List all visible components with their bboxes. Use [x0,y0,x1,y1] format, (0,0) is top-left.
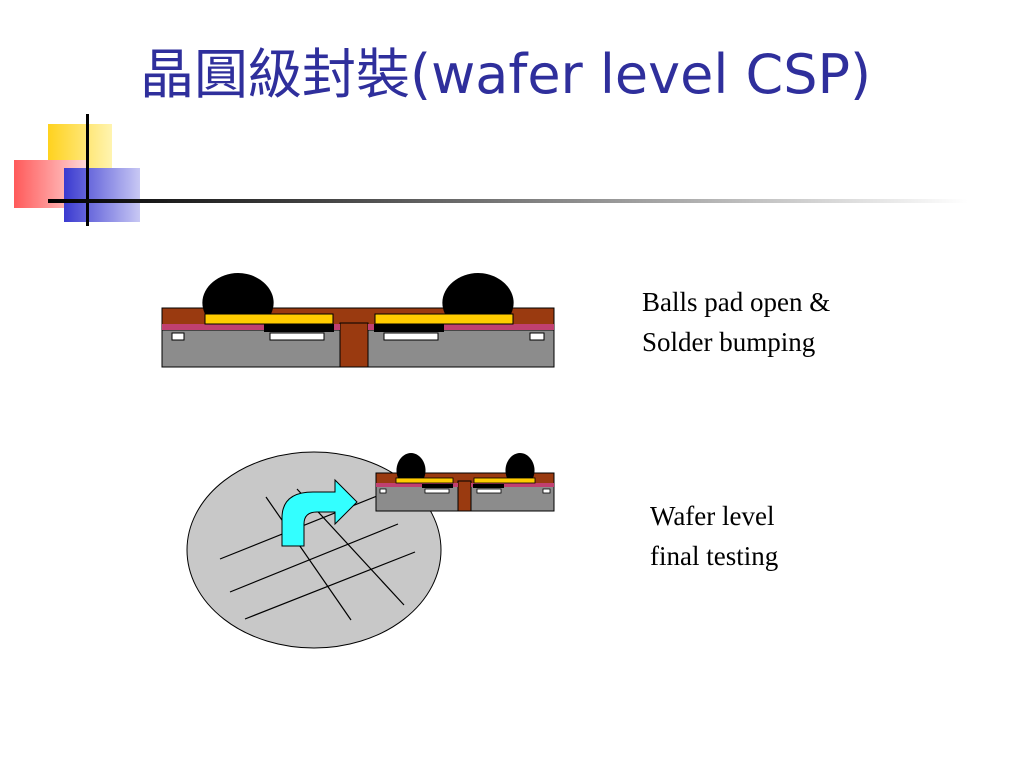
blue-square [64,168,140,222]
caption-bumping-line-2: Solder bumping [642,327,816,357]
vertical-rule [86,114,89,226]
wafer-test-diagram [186,451,555,649]
solder-ball-icon [442,273,514,314]
solder-ball-icon [396,453,426,478]
title-underline [48,199,968,203]
wafer-grid [219,483,416,621]
solder-ball-icon [505,453,535,478]
caption-testing: Wafer level final testing [650,496,778,576]
caption-testing-line-1: Wafer level [650,501,775,531]
solder-ball-icon [202,273,274,314]
bumping-cross-section [161,273,555,368]
caption-bumping: Balls pad open & Solder bumping [642,282,830,362]
small-cross-section [375,453,555,512]
corner-decoration [14,114,968,226]
caption-bumping-line-1: Balls pad open & [642,287,831,317]
curved-arrow-icon [281,478,358,547]
caption-testing-line-2: final testing [650,541,779,571]
slide-title: 晶圓級封裝(wafer level CSP) [140,43,872,106]
